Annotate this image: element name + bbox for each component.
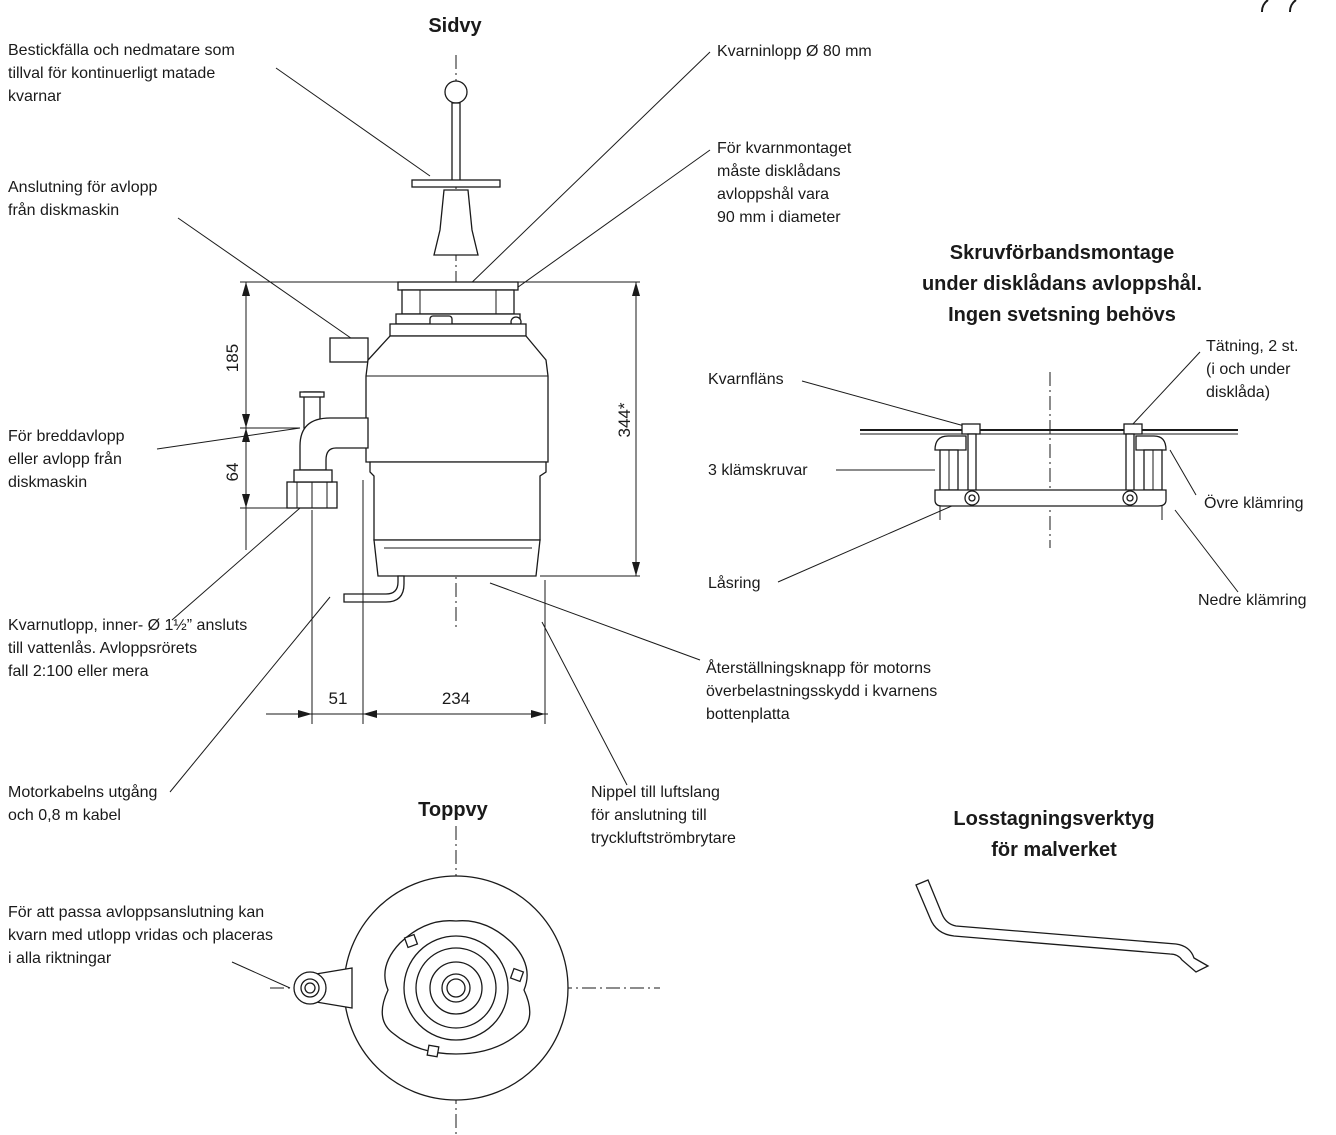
tool-title-line: för malverket [991,839,1117,861]
label-line: kvarnar [8,88,62,105]
label-line: tryckluftströmbrytare [591,830,736,847]
label-motor-cable: Motorkabelns utgång och 0,8 m kabel [8,783,157,824]
side-view-title: Sidvy [428,15,482,37]
grinder-top-view [270,826,660,1135]
upper-housing [365,335,549,463]
label-line: överbelastningsskydd i kvarnens [706,683,937,700]
label-rotate: För att passa avloppsanslutning kan kvar… [8,904,273,967]
removal-tool [915,879,1210,973]
label-line: tillval för kontinuerligt matade [8,65,215,82]
dimension-lines [240,281,640,724]
label-flange: Kvarnfläns [708,371,784,388]
label-outlet: Kvarnutlopp, inner- Ø 1½” ansluts till v… [8,617,247,680]
label-line: från diskmaskin [8,201,119,219]
label-line: Återställningsknapp för motorns [706,658,931,677]
label-line: eller avlopp från [8,450,122,468]
clamp-title-line: under disklådans avloppshål. [922,272,1202,295]
label-line: i alla riktningar [8,950,112,967]
ce-mark-icon [1261,0,1297,13]
label-line: kvarn med utlopp vridas och placeras [8,927,273,944]
label-line: (i och under [1206,361,1291,378]
label-hole: För kvarnmontaget måste disklådans avlop… [717,140,852,226]
dishwasher-inlet [329,337,369,363]
lower-housing [369,461,547,541]
label-line: Tätning, 2 st. [1206,338,1299,355]
label-line: Kvarnutlopp, inner- Ø 1½” ansluts [8,617,247,634]
dim-height-upper: 185 [223,344,242,372]
label-line: måste disklådans [717,162,841,180]
label-cutlery-trap: Bestickfälla och nedmatare som tillval f… [8,42,235,105]
label-line: För breddavlopp [8,428,125,445]
tool-title-line: Losstagningsverktyg [953,808,1154,830]
label-line: och 0,8 m kabel [8,807,121,824]
dim-width-outlet: 51 [329,689,348,708]
label-line: diskmaskin [8,474,87,491]
tool-title: Losstagningsverktyg för malverket [953,808,1154,861]
label-air-nipple: Nippel till luftslang för anslutning til… [591,784,736,847]
label-line: fall 2:100 eller mera [8,663,149,680]
overflow-elbow [286,391,369,509]
label-line: Anslutning för avlopp [8,179,158,196]
label-screws: 3 klämskruvar [708,462,808,479]
dim-height-lower: 64 [223,463,242,482]
grinder-side-view: 185 64 344* 51 234 [223,55,640,724]
leader-lines [156,51,1239,989]
label-line: För kvarnmontaget [717,140,852,157]
label-line: Motorkabelns utgång [8,783,157,801]
clamp-title-line: Ingen svetsning behövs [948,304,1176,326]
label-lock-ring: Låsring [708,574,760,592]
cutlery-trap-accessory [411,80,501,256]
clamp-title-line: Skruvförbandsmontage [950,242,1174,264]
label-dishwasher-drain: Anslutning för avlopp från diskmaskin [8,179,158,219]
mounting-flange [389,281,527,337]
label-line: Nippel till luftslang [591,784,720,801]
label-line: 90 mm i diameter [717,209,841,226]
label-overflow-drain: För breddavlopp eller avlopp från diskma… [8,428,125,491]
dim-width-body: 234 [442,689,470,708]
clamp-mount-detail [860,372,1238,548]
label-line: Bestickfälla och nedmatare som [8,42,235,59]
motor-cable [343,575,405,603]
clamp-mount-title: Skruvförbandsmontage under disklådans av… [922,242,1202,326]
label-lower-ring: Nedre klämring [1198,592,1306,609]
label-line: avloppshål vara [717,185,829,203]
label-line: För att passa avloppsanslutning kan [8,904,264,921]
dim-height-total: 344* [615,402,634,437]
label-line: bottenplatta [706,706,790,723]
label-gasket: Tätning, 2 st. (i och under disklåda) [1206,338,1299,401]
top-view-title: Toppvy [418,799,489,821]
label-line: disklåda) [1206,383,1270,401]
label-line: till vattenlås. Avloppsrörets [8,639,197,657]
label-reset: Återställningsknapp för motorns överbela… [706,658,937,723]
label-line: för anslutning till [591,807,707,824]
label-upper-ring: Övre klämring [1204,494,1304,512]
label-inlet: Kvarninlopp Ø 80 mm [717,43,872,60]
